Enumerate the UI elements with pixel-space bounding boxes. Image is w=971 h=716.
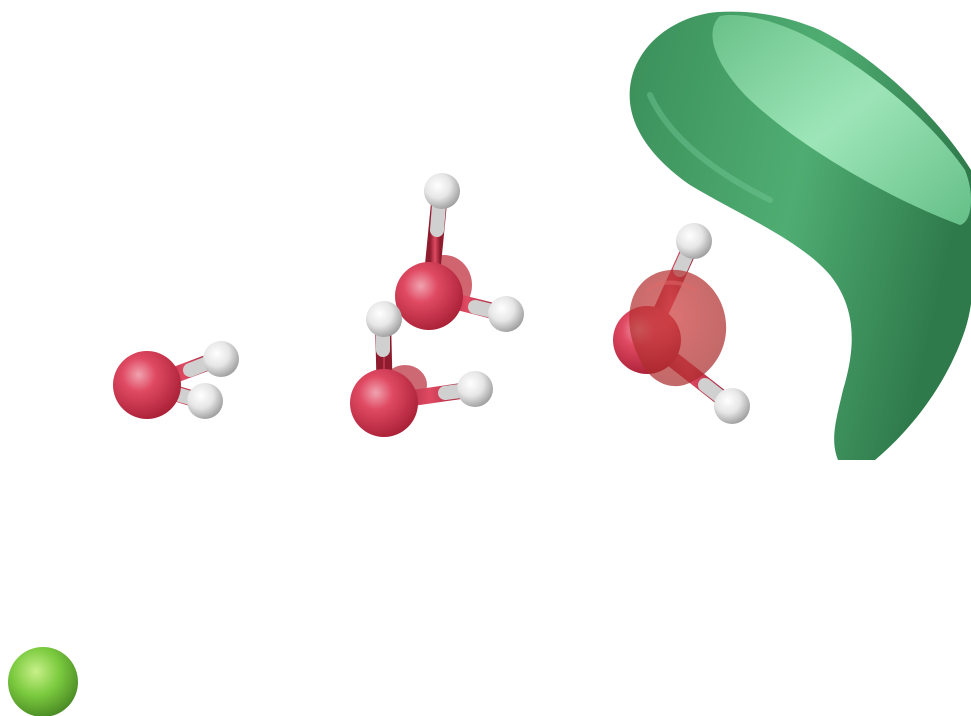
hydrogen-atom: [187, 383, 223, 419]
hydrogen-atom: [488, 296, 524, 332]
water-molecule-1: [113, 341, 239, 419]
oxygen-atom: [113, 351, 181, 419]
hydrogen-atom: [424, 173, 460, 209]
hydrogen-atom: [203, 341, 239, 377]
water-molecule-3: [350, 301, 493, 437]
oxygen-atom: [395, 262, 463, 330]
hydrogen-atom: [366, 301, 402, 337]
hydrogen-atom: [457, 371, 493, 407]
oxygen-atom: [350, 369, 418, 437]
green-isosurface: [629, 11, 971, 460]
chloride-ion: [8, 647, 78, 716]
water-molecule-2: [395, 173, 524, 332]
hydrogen-atom: [714, 388, 750, 424]
red-isosurface: [629, 269, 727, 387]
hydrogen-atom: [676, 223, 712, 259]
